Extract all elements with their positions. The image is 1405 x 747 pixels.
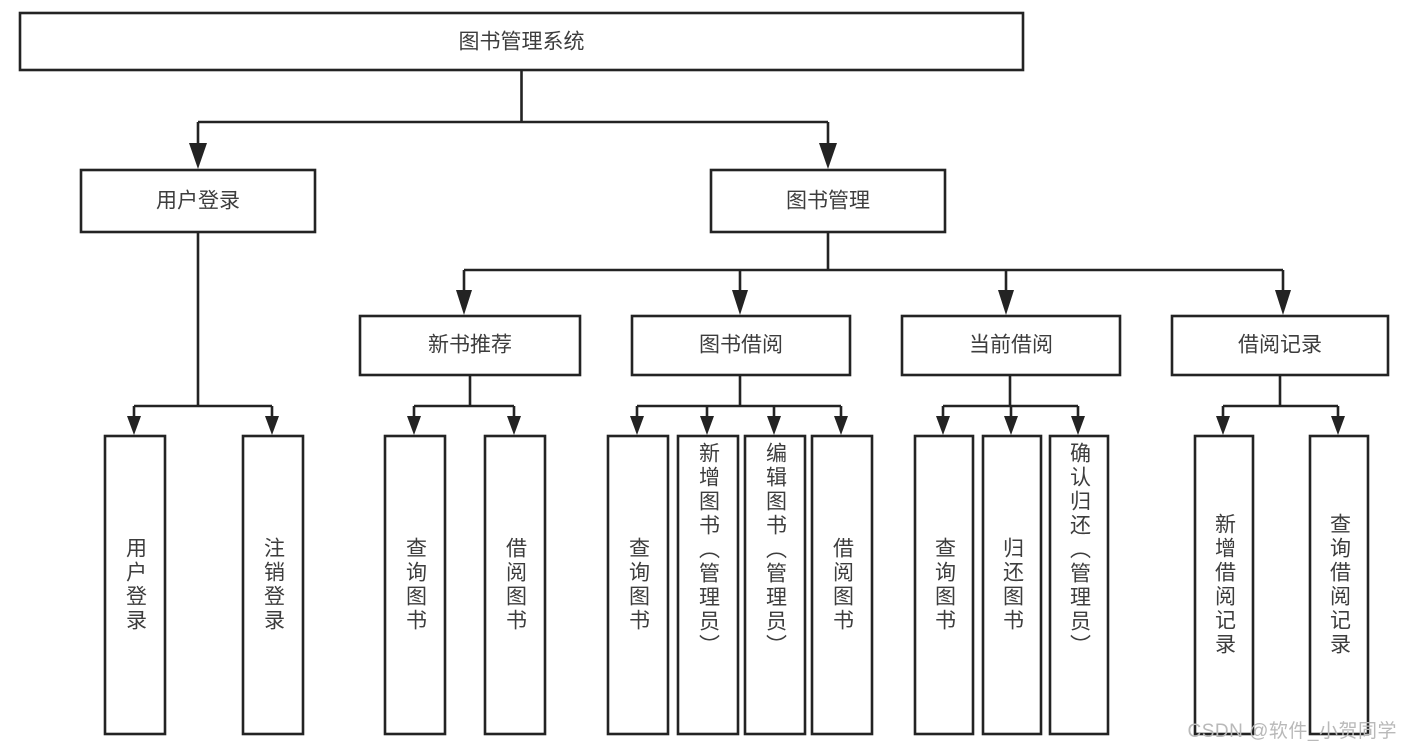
leaf-logout-box[interactable]	[241, 434, 305, 736]
node-root-label: 图书管理系统	[459, 31, 585, 54]
leaf-edit-book-box[interactable]	[743, 434, 807, 736]
arrow-to-user-login	[189, 143, 207, 169]
leaf-add-record-box[interactable]	[1193, 434, 1255, 736]
node-book-manage-label: 图书管理	[786, 190, 870, 213]
node-new-book-recommend-label: 新书推荐	[428, 334, 512, 357]
node-root-box[interactable]	[18, 11, 1025, 72]
node-root[interactable]: 图书管理系统	[18, 11, 1025, 72]
arrow-to-leaf-query-book-cur	[936, 416, 950, 435]
arrow-to-book-borrow	[732, 290, 748, 315]
leaf-confirm-return-box[interactable]	[1048, 434, 1110, 736]
node-user-login[interactable]: 用户登录	[79, 168, 317, 234]
leaf-boxes	[103, 434, 1370, 736]
edge-group-book-borrow	[630, 375, 848, 435]
leaf-user-login-box[interactable]	[103, 434, 167, 736]
node-user-login-box[interactable]	[79, 168, 317, 234]
edge-group-new-book-recommend	[407, 375, 521, 435]
node-borrow-record-label: 借阅记录	[1238, 334, 1322, 357]
arrow-to-leaf-borrow-book-rec	[507, 416, 521, 435]
arrow-to-leaf-add-book	[700, 416, 714, 435]
node-current-borrow[interactable]: 当前借阅	[900, 314, 1122, 377]
arrow-to-leaf-edit-book	[767, 416, 781, 435]
edge-group-user-login	[127, 232, 279, 435]
arrow-to-leaf-query-book-rec	[407, 416, 421, 435]
arrow-to-new-book-recommend	[456, 290, 472, 315]
arrow-to-leaf-borrow-book	[834, 416, 848, 435]
edge-group-root	[189, 70, 837, 169]
arrow-to-leaf-return-book	[1004, 416, 1018, 435]
node-book-borrow-label: 图书借阅	[699, 334, 783, 357]
node-new-book-recommend-box[interactable]	[358, 314, 582, 377]
leaf-query-record-box[interactable]	[1308, 434, 1370, 736]
arrow-to-leaf-query-book	[630, 416, 644, 435]
node-book-borrow-box[interactable]	[630, 314, 852, 377]
node-borrow-record-box[interactable]	[1170, 314, 1390, 377]
csdn-watermark: CSDN @软件_小贺同学	[1187, 721, 1397, 742]
node-book-borrow[interactable]: 图书借阅	[630, 314, 852, 377]
node-new-book-recommend[interactable]: 新书推荐	[358, 314, 582, 377]
leaf-query-book-rec-box[interactable]	[383, 434, 447, 736]
leaf-borrow-book-rec-box[interactable]	[483, 434, 547, 736]
arrow-to-book-manage	[819, 143, 837, 169]
leaf-borrow-book-box[interactable]	[810, 434, 874, 736]
arrow-to-leaf-add-record	[1216, 416, 1230, 435]
arrow-to-current-borrow	[998, 290, 1014, 315]
arrow-to-leaf-logout	[265, 416, 279, 435]
edge-group-current-borrow	[936, 375, 1085, 435]
edge-group-borrow-record	[1216, 375, 1345, 435]
node-borrow-record[interactable]: 借阅记录	[1170, 314, 1390, 377]
arrow-to-leaf-confirm-return	[1071, 416, 1085, 435]
edge-group-book-manage	[456, 232, 1291, 315]
node-book-manage-box[interactable]	[709, 168, 947, 234]
leaf-query-book-box[interactable]	[606, 434, 670, 736]
leaf-query-book-cur-box[interactable]	[913, 434, 975, 736]
arrow-to-leaf-query-record	[1331, 416, 1345, 435]
leaf-return-book-box[interactable]	[981, 434, 1043, 736]
node-user-login-label: 用户登录	[156, 190, 240, 213]
node-book-manage[interactable]: 图书管理	[709, 168, 947, 234]
leaf-add-book-box[interactable]	[676, 434, 740, 736]
node-current-borrow-label: 当前借阅	[969, 334, 1053, 357]
arrow-to-leaf-user-login	[127, 416, 141, 435]
arrow-to-borrow-record	[1275, 290, 1291, 315]
node-current-borrow-box[interactable]	[900, 314, 1122, 377]
